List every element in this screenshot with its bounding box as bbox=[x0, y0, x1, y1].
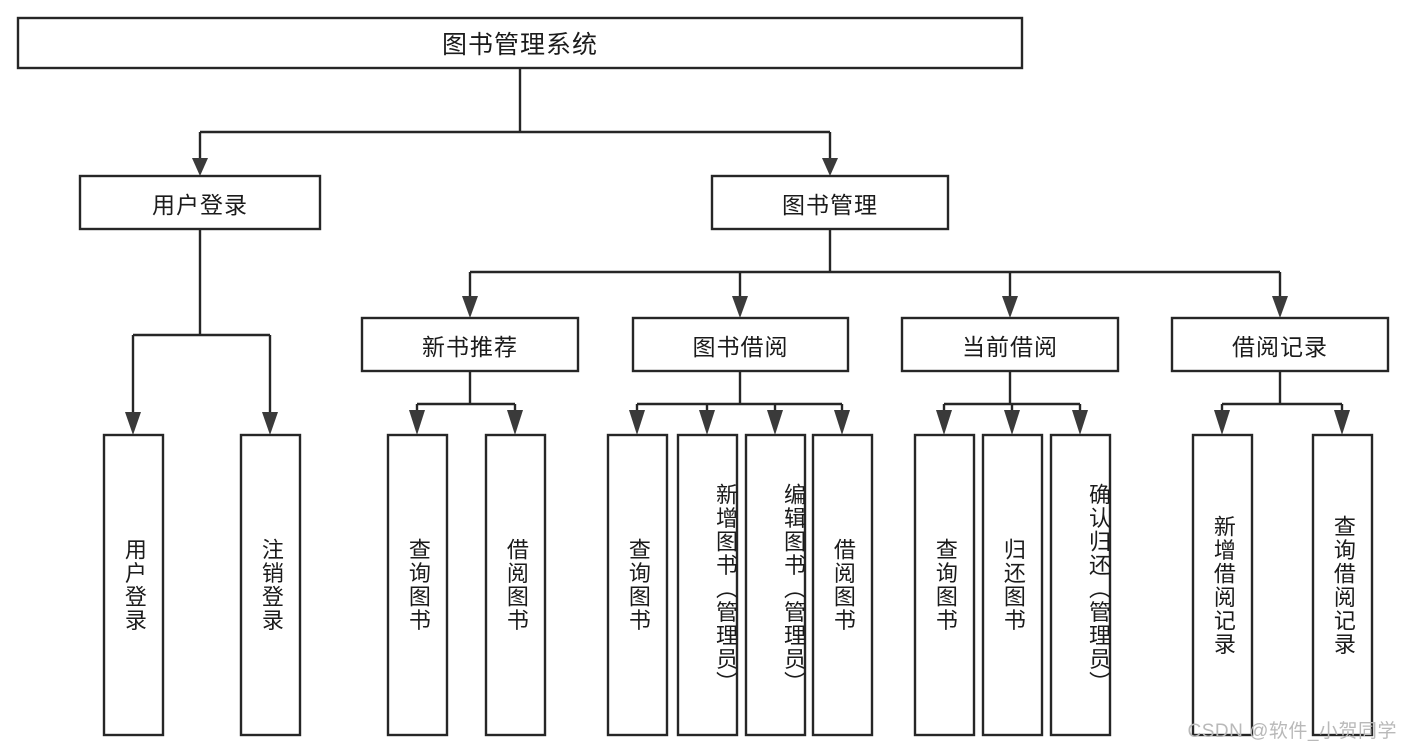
leaf-box-query-record[interactable] bbox=[1311, 433, 1374, 737]
arrow-head-newbook-leaf-1 bbox=[409, 410, 425, 435]
leaf-box-user-login[interactable] bbox=[102, 433, 165, 737]
node-new-book-box[interactable] bbox=[360, 316, 580, 373]
arrow-head-book-manage bbox=[822, 158, 838, 176]
node-root-box[interactable] bbox=[16, 16, 1024, 70]
arrow-head-currentborrow-leaf-2 bbox=[1004, 410, 1020, 435]
arrow-head-newbook-leaf-2 bbox=[507, 410, 523, 435]
leaf-box-add-record[interactable] bbox=[1191, 433, 1254, 737]
arrow-head-bookborrow-leaf-4 bbox=[834, 410, 850, 435]
node-book-borrow-box[interactable] bbox=[631, 316, 850, 373]
arrow-head-bookborrow-leaf-3 bbox=[767, 410, 783, 435]
leaf-box-add-book[interactable] bbox=[676, 433, 739, 737]
leaf-box-return-book[interactable] bbox=[981, 433, 1044, 737]
leaf-box-confirm-return[interactable] bbox=[1049, 433, 1112, 737]
arrow-head-current-borrow bbox=[1002, 296, 1018, 318]
arrow-head-book-borrow bbox=[732, 296, 748, 318]
node-current-borrow-box[interactable] bbox=[900, 316, 1120, 373]
arrow-head-borrowrecord-leaf-1 bbox=[1214, 410, 1230, 435]
node-borrow-record-box[interactable] bbox=[1170, 316, 1390, 373]
arrow-head-bookborrow-leaf-1 bbox=[629, 410, 645, 435]
watermark-text: CSDN @软件_小贺同学 bbox=[1187, 721, 1397, 742]
arrow-head-currentborrow-leaf-3 bbox=[1072, 410, 1088, 435]
arrow-head-user-login bbox=[192, 158, 208, 176]
arrow-head-currentborrow-leaf-1 bbox=[936, 410, 952, 435]
leaf-box-borrow-book-2[interactable] bbox=[811, 433, 874, 737]
node-book-manage-box[interactable] bbox=[710, 174, 950, 231]
arrow-head-borrowrecord-leaf-2 bbox=[1334, 410, 1350, 435]
leaf-box-logout[interactable] bbox=[239, 433, 302, 737]
arrow-head-leaf-user-login bbox=[125, 412, 141, 435]
leaf-box-query-book-1[interactable] bbox=[386, 433, 449, 737]
arrow-head-new-book bbox=[462, 296, 478, 318]
leaf-box-borrow-book-1[interactable] bbox=[484, 433, 547, 737]
arrow-head-bookborrow-leaf-2 bbox=[699, 410, 715, 435]
node-user-login-box[interactable] bbox=[78, 174, 322, 231]
leaf-box-query-book-3[interactable] bbox=[913, 433, 976, 737]
arrow-head-borrow-record bbox=[1272, 296, 1288, 318]
arrow-head-leaf-logout bbox=[262, 412, 278, 435]
leaf-box-query-book-2[interactable] bbox=[606, 433, 669, 737]
leaf-box-edit-book[interactable] bbox=[744, 433, 807, 737]
